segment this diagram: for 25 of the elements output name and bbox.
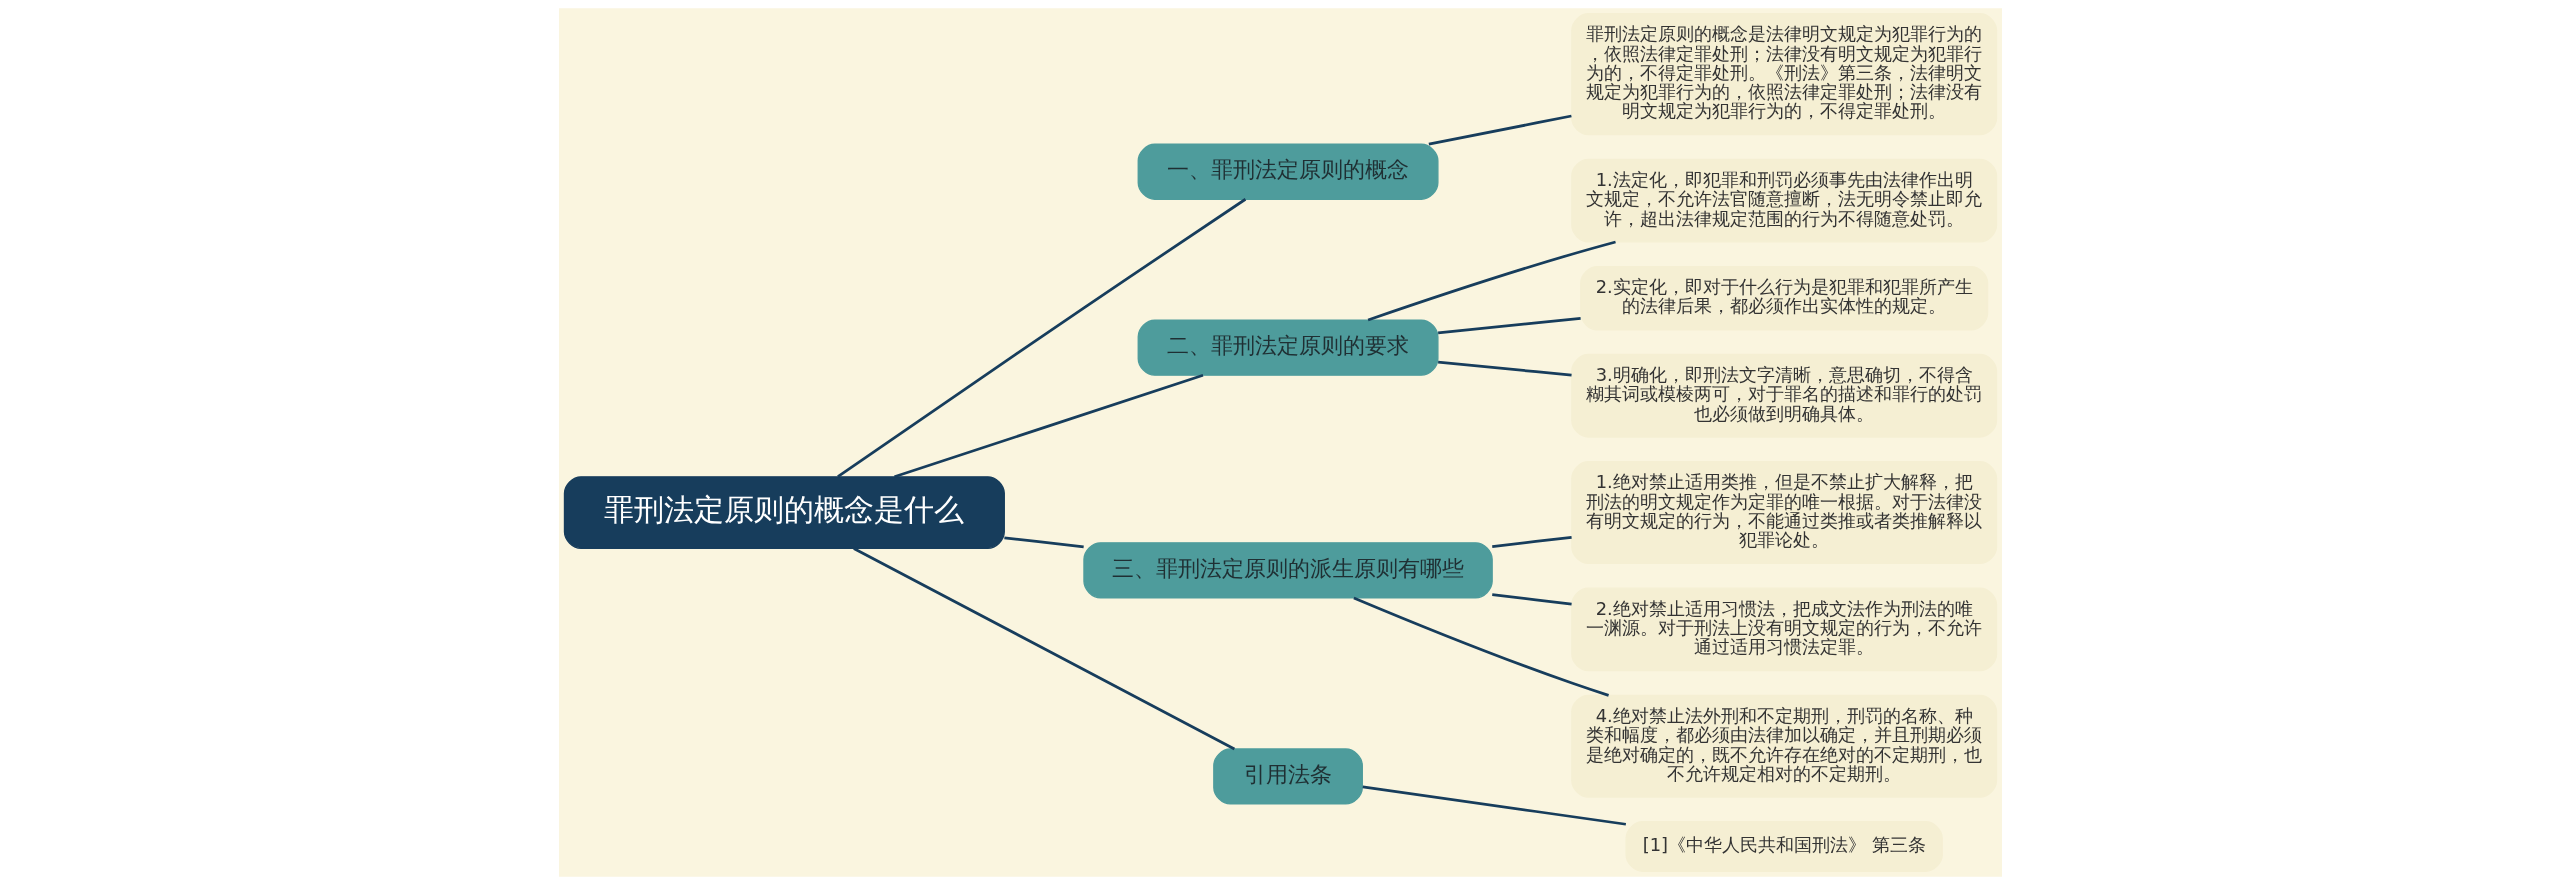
node-box: 2.实定化，即对于什么行为是犯罪和犯罪所产生的法律后果，都必须作出实体性的规定。 <box>1579 265 1988 331</box>
node-box: 三、罪刑法定原则的派生原则有哪些 <box>1082 542 1493 599</box>
node-box: 罪刑法定原则的概念是什么 <box>563 476 1005 549</box>
node-box: 一、罪刑法定原则的概念 <box>1137 143 1439 200</box>
node-box: 2.绝对禁止适用习惯法，把成文法作为刑法的唯一渊源。对于刑法上没有明文规定的行为，不允许通过适用习惯法定罪。 <box>1570 587 1997 672</box>
node-box: 引用法条 <box>1212 748 1363 805</box>
connector <box>1003 536 1084 549</box>
connector <box>893 373 1203 479</box>
connector <box>1437 317 1581 335</box>
connector <box>852 547 1235 751</box>
connector <box>1437 360 1572 377</box>
node-box: 二、罪刑法定原则的要求 <box>1137 319 1439 376</box>
node-box: 4.绝对禁止法外刑和不定期刑，刑罚的名称、种类和幅度，都必须由法律加以确定，并且刑期必须是绝对确定的，既不允许存在绝对的不定期刑，也不允许规定相对的不定期刑。 <box>1570 694 1997 798</box>
connector <box>836 198 1246 478</box>
connector <box>1491 535 1572 548</box>
node-box: 1.绝对禁止适用类推，但是不禁止扩大解释，把刑法的明文规定作为定罪的唯一根据。对于法律没有明文规定的行为，不能通过类推或者类推解释以犯罪论处。 <box>1570 461 1997 565</box>
connector <box>1352 596 1609 697</box>
connector <box>1428 114 1572 146</box>
connector <box>1362 785 1626 826</box>
node-box: [1]《中华人民共和国刑法》 第三条 <box>1624 821 1943 872</box>
connector <box>1367 240 1616 322</box>
node-box: 罪刑法定原则的概念是法律明文规定为犯罪行为的，依照法律定罪处刑；法律没有明文规定为犯罪行为的，不得定罪处刑。《刑法》第三条，法律明文规定为犯罪行为的，依照法律定罪处刑；法律没有明文规定为犯罪行为的，不得定罪处刑。 <box>1570 13 1997 136</box>
node-box: 1.法定化，即犯罪和刑罚必须事先由法律作出明文规定，不允许法官随意擅断，法无明令禁止即允许，超出法律规定范围的行为不得随意处罚。 <box>1570 158 1997 243</box>
connector <box>1491 593 1572 606</box>
node-box: 3.明确化，即刑法文字清晰，意思确切，不得含糊其词或模棱两可，对于罪名的描述和罪行的处罚也必须做到明确具体。 <box>1570 353 1997 438</box>
